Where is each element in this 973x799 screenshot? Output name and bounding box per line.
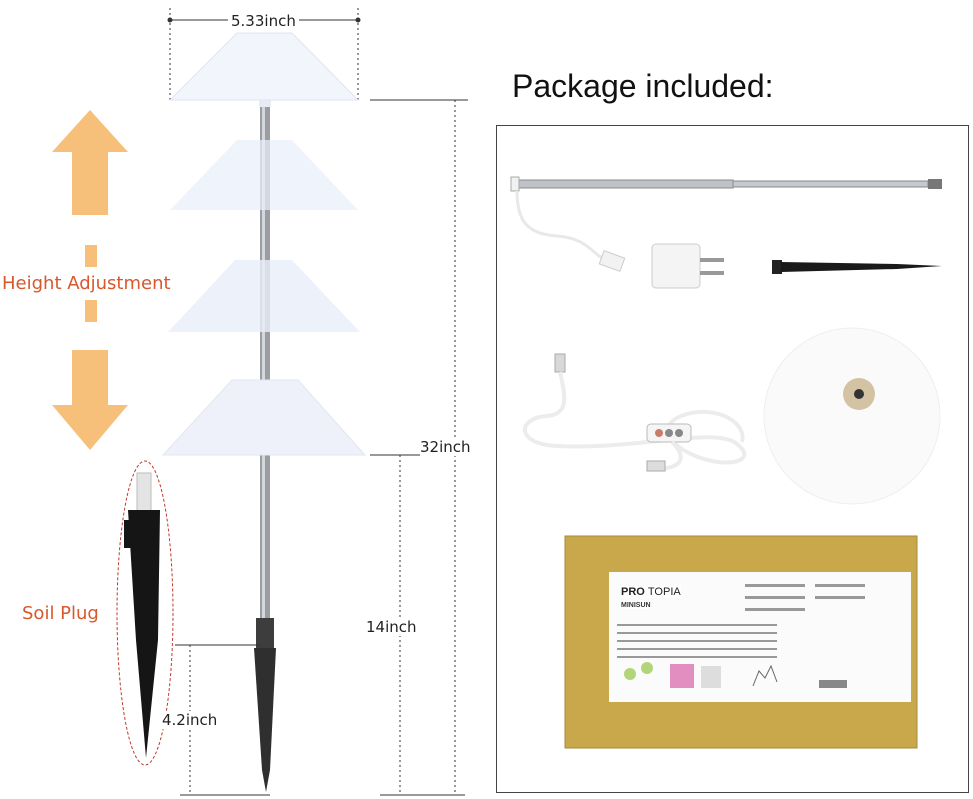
lamp-illustration: [52, 8, 468, 796]
soil-plug-outline: [116, 460, 174, 766]
dash-mark: [85, 245, 97, 267]
lamp-shade-top-view: [763, 327, 941, 505]
up-arrow: [52, 110, 128, 215]
plug-height-label: 4.2inch: [162, 711, 218, 729]
spike: [772, 260, 942, 274]
telescopic-pole: [510, 176, 942, 272]
box-brand: PRO TOPIA: [621, 586, 681, 598]
power-adapter: [651, 243, 724, 289]
package-title: Package included:: [512, 68, 774, 104]
ground-stake: [254, 618, 276, 792]
total-height-label: 32inch: [420, 438, 471, 456]
stem-height-label: 14inch: [366, 618, 417, 636]
shade-2: [170, 140, 358, 210]
height-adjustment-label: Height Adjustment: [2, 273, 171, 294]
box-product-name: MINISUN: [621, 602, 651, 609]
down-arrow: [52, 350, 128, 450]
usb-cable: [523, 353, 747, 472]
shade-bottom: [161, 379, 367, 456]
brand-part-a: PRO: [621, 586, 645, 598]
soil-plug-label: Soil Plug: [22, 603, 99, 624]
brand-part-b: TOPIA: [647, 586, 681, 598]
soil-plug-image: [124, 472, 160, 758]
dash-mark: [85, 300, 97, 322]
package-contents-panel: PRO TOPIA MINISUN: [496, 125, 969, 793]
width-label: 5.33inch: [228, 12, 299, 30]
shade-3: [168, 260, 360, 332]
package-items: [510, 176, 942, 749]
product-box: [564, 535, 918, 749]
shade-top: [168, 32, 360, 107]
